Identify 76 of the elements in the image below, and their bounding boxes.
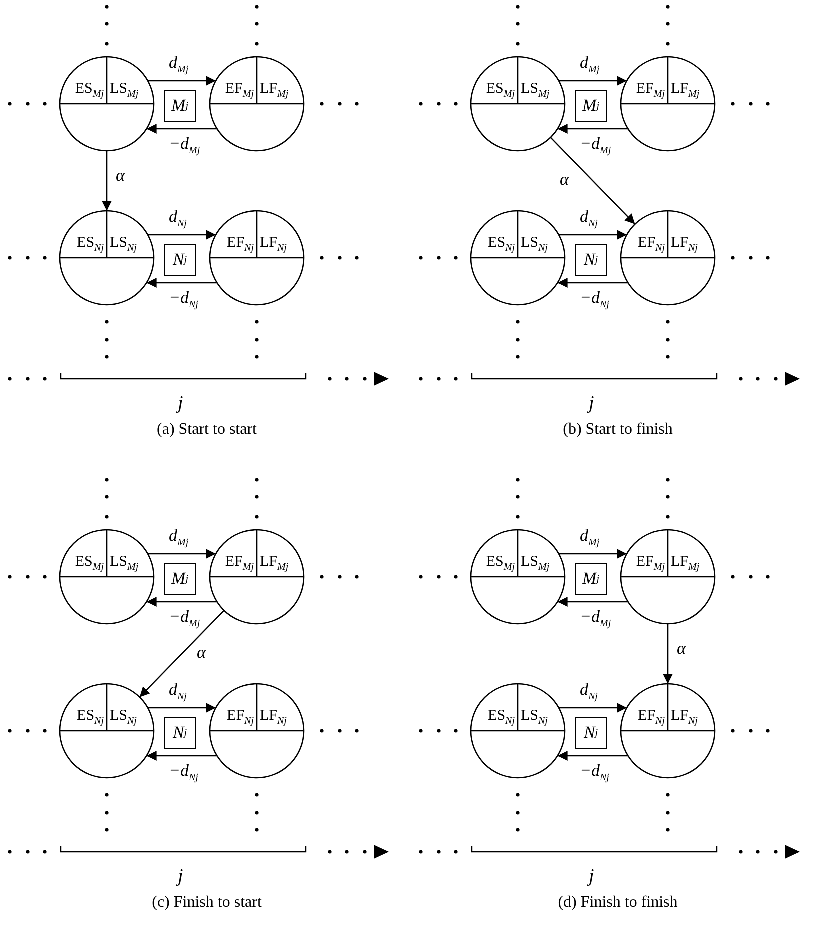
time-label: LS$_{Nj}$ [521, 708, 548, 729]
time-label: EF$_{Nj}$ [227, 235, 254, 256]
event-circle [620, 56, 716, 152]
time-label: LS$_{Mj}$ [521, 554, 550, 575]
index-label: j [589, 867, 594, 887]
arrow [550, 137, 636, 225]
index-label: j [589, 394, 594, 414]
arrow [146, 124, 218, 134]
arrow [558, 751, 628, 761]
event-circle [470, 56, 566, 152]
event-circle [620, 683, 716, 779]
event-circle [59, 210, 155, 306]
event-circle [209, 683, 305, 779]
arrow [148, 230, 216, 240]
time-label: EF$_{Nj}$ [227, 708, 254, 729]
time-label: LS$_{Nj}$ [110, 235, 137, 256]
panel-caption: (a) Start to start [157, 421, 257, 439]
time-label: LF$_{Nj}$ [671, 235, 698, 256]
event-circle [470, 529, 566, 625]
arrow [139, 610, 225, 698]
arrow [146, 751, 218, 761]
time-label: LF$_{Mj}$ [671, 81, 700, 102]
event-circle [209, 529, 305, 625]
time-label: LS$_{Mj}$ [521, 81, 550, 102]
event-circle [620, 529, 716, 625]
event-circle [470, 210, 566, 306]
arrow [558, 124, 628, 134]
time-label: EF$_{Mj}$ [225, 81, 254, 102]
arrow [558, 278, 628, 288]
arrow [559, 703, 627, 713]
time-label: LF$_{Mj}$ [260, 81, 289, 102]
time-label: EF$_{Mj}$ [636, 554, 665, 575]
arrow [559, 549, 627, 559]
time-label: ES$_{Nj}$ [488, 708, 515, 729]
time-label: ES$_{Mj}$ [486, 554, 515, 575]
time-label: LS$_{Nj}$ [521, 235, 548, 256]
arrow [102, 151, 112, 211]
arrow [663, 624, 673, 684]
panel-caption: (b) Start to finish [563, 421, 673, 439]
time-label: LS$_{Mj}$ [110, 81, 139, 102]
arrow [146, 278, 218, 288]
time-label: ES$_{Mj}$ [75, 81, 104, 102]
event-circle [470, 683, 566, 779]
arrow [559, 76, 627, 86]
time-label: EF$_{Mj}$ [225, 554, 254, 575]
index-label: j [178, 394, 184, 414]
event-circle [59, 683, 155, 779]
event-circle [59, 56, 155, 152]
event-circle [59, 529, 155, 625]
time-label: EF$_{Nj}$ [638, 708, 665, 729]
arrow [148, 549, 216, 559]
arrow [148, 76, 216, 86]
time-label: LS$_{Mj}$ [110, 554, 139, 575]
time-label: LF$_{Nj}$ [671, 708, 698, 729]
event-circle [209, 210, 305, 306]
panel-caption: (d) Finish to finish [558, 894, 678, 912]
time-label: ES$_{Mj}$ [75, 554, 104, 575]
panel-caption: (c) Finish to start [152, 894, 262, 912]
arrow [148, 703, 216, 713]
time-label: EF$_{Nj}$ [638, 235, 665, 256]
time-label: LF$_{Nj}$ [260, 708, 287, 729]
arrow [558, 597, 628, 607]
time-label: LF$_{Nj}$ [260, 235, 287, 256]
time-label: LF$_{Mj}$ [671, 554, 700, 575]
time-label: ES$_{Nj}$ [488, 235, 515, 256]
time-label: ES$_{Mj}$ [486, 81, 515, 102]
time-label: ES$_{Nj}$ [77, 235, 104, 256]
time-label: LS$_{Nj}$ [110, 708, 137, 729]
time-label: ES$_{Nj}$ [77, 708, 104, 729]
event-circle [209, 56, 305, 152]
time-label: LF$_{Mj}$ [260, 554, 289, 575]
arrow [146, 597, 218, 607]
index-label: j [178, 867, 184, 887]
event-circle [620, 210, 716, 306]
arrow [559, 230, 627, 240]
time-label: EF$_{Mj}$ [636, 81, 665, 102]
